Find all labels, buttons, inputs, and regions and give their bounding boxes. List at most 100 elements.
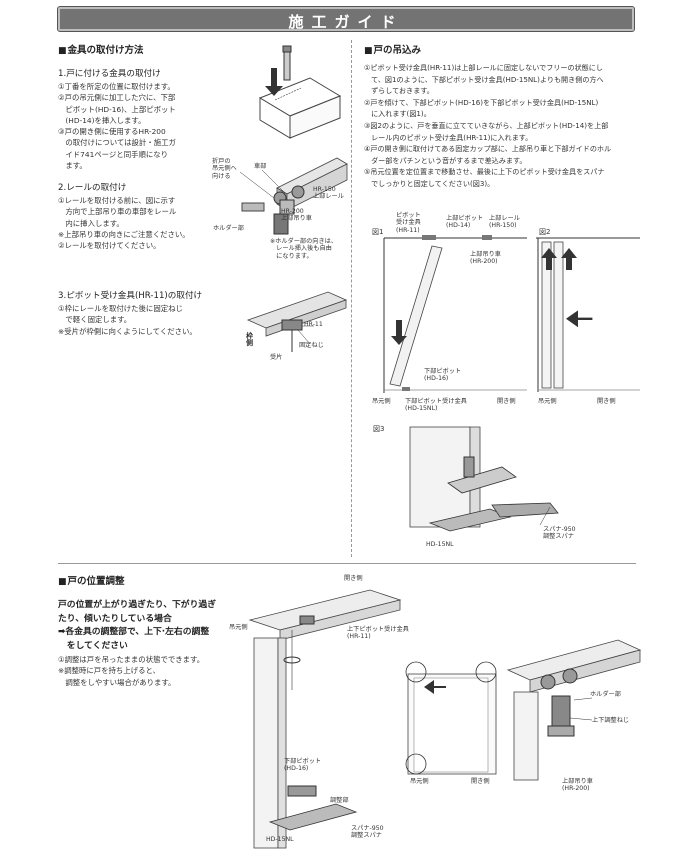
note-line: ※調整時に戸を持ち上げると、 bbox=[58, 666, 160, 676]
label-line: レール挿入後も自由 bbox=[270, 245, 332, 253]
label-line: (HR-200) bbox=[470, 258, 498, 266]
s3-title: 3.ピボット受け金具(HR-11)の取付け bbox=[58, 291, 203, 301]
rfig2-open-label: 開き側 bbox=[597, 398, 616, 405]
label-line: 上部ピボット bbox=[446, 215, 484, 222]
banner-title: 施工ガイド bbox=[288, 13, 404, 31]
s2-title: 2.レールの取付け bbox=[58, 183, 127, 193]
label-line: スパナ-950 bbox=[543, 526, 576, 533]
label-line: 上部吊り車 bbox=[281, 215, 312, 223]
bfig-hr200-label: 上部吊り車 (HR-200) bbox=[562, 778, 593, 793]
rfig1-hd15-label: 下部ピボット受け金具 (HD-15NL) bbox=[405, 398, 467, 413]
fig2-piece-label: 受片 bbox=[270, 354, 283, 361]
fig1-hinge-side-label: 折戸の 吊元側へ 向ける bbox=[212, 158, 237, 180]
fig1-hr200-label: HR-200 上部吊り車 bbox=[281, 208, 312, 223]
s1-line: の取付けについては設計・施工ガ bbox=[58, 138, 176, 148]
label-line: 下部ピボット bbox=[284, 758, 322, 765]
rfig1-open-label: 開き側 bbox=[497, 398, 516, 405]
rfig1-label: 図1 bbox=[372, 228, 384, 236]
rfig1-hr200-label: 上部吊り車 (HR-200) bbox=[470, 251, 501, 266]
fig2-frame-side: 枠 側 bbox=[246, 332, 253, 348]
label-line: 枠 bbox=[246, 332, 253, 340]
hanging-steps: ①ピボット受け金具(HR-11)は上部レールに固定しないでフリーの状態にし て、… bbox=[364, 62, 636, 190]
adjust-hanger-diagram bbox=[506, 639, 642, 781]
fig1-wheel-label: 車部 bbox=[254, 163, 267, 170]
s1-line: ます。 bbox=[58, 161, 87, 171]
main-line: ➡各金具の調整部で、上下·左右の調整 bbox=[58, 627, 210, 638]
step-line: ③図2のように、戸を垂直に立てていきながら、上部ピボット(HD-14)を上部 bbox=[364, 120, 609, 130]
rfig2-label: 図2 bbox=[539, 228, 551, 236]
label-line: (HD-16) bbox=[424, 375, 449, 383]
label-line: 調整スパナ bbox=[543, 533, 574, 541]
step-line: て、図1のように、下部ピボット受け金具(HD-15NL)よりも開き側の方へ bbox=[364, 74, 604, 84]
label-line: (HD-16) bbox=[284, 765, 309, 773]
adjust-mini-diagram bbox=[405, 661, 497, 775]
rfig1-hinge-label: 吊元側 bbox=[372, 398, 391, 405]
heading-position-adjust: 戸の位置調整 bbox=[58, 573, 125, 587]
bfig-hd16-label: 下部ピボット (HD-16) bbox=[284, 758, 321, 773]
door-top-pivot-diagram bbox=[258, 45, 342, 139]
s1-title: 1.戸に付ける金具の取付け bbox=[58, 69, 161, 79]
hr11-mount-diagram bbox=[246, 291, 348, 352]
rfig3-spanner-label: スパナ-950 調整スパナ bbox=[543, 526, 576, 541]
s2-text: ①レールを取付ける前に、図に示す 方向で上部吊り車の車部をレール 内に挿入します… bbox=[58, 195, 218, 251]
label-line: 受け金具 bbox=[396, 219, 421, 227]
heading-door-hanging: 戸の吊込み bbox=[364, 42, 422, 56]
label-line: 吊元側へ bbox=[212, 165, 237, 173]
label-line: スパナ-950 bbox=[351, 825, 384, 832]
s2-line: ②レールを取付けてください。 bbox=[58, 241, 161, 251]
label-line: (HR-11) bbox=[347, 633, 371, 641]
main-line: たり、傾いたりしている場合 bbox=[58, 613, 172, 624]
step-line: ④戸の開き側に取付けてある固定カップ部に、上部吊り車と下部ガイドのホル bbox=[364, 144, 612, 154]
s3-text: ①枠にレールを取付けた後に固定ねじ で軽く固定します。 ※受片が枠側に向くように… bbox=[58, 303, 228, 337]
label-line: (HR-200) bbox=[562, 785, 590, 793]
column-divider bbox=[351, 40, 352, 557]
rail-hanger-diagram bbox=[239, 157, 348, 235]
step-line: ⑤吊元位置を定位置まで移動させ、最後に上下のピボット受け金具をスパナ bbox=[364, 167, 605, 177]
main-line: をしてください bbox=[58, 640, 128, 651]
s1-line: ③戸の開き側に使用するHR-200 bbox=[58, 127, 166, 137]
fig1-note: ※ホルダー部の向きは、 レール挿入後も自由 になります。 bbox=[270, 238, 337, 260]
step-line: レール内のピボット受け金具(HR-11)に入れます。 bbox=[364, 132, 533, 142]
label-line: (HR-11) bbox=[396, 226, 420, 234]
label-line: (HD-15NL) bbox=[405, 405, 438, 413]
bfig-open-side: 開き側 bbox=[344, 575, 363, 582]
main-line: 戸の位置が上がり過ぎたり、下がり過ぎ bbox=[58, 600, 216, 610]
rfig1-hd16-label: 下部ピボット (HD-16) bbox=[424, 368, 461, 383]
label-line: HR-150 bbox=[313, 186, 336, 193]
rfig1-hr150-label: 上部レール (HR-150) bbox=[489, 215, 520, 230]
step-line: ①ピボット受け金具(HR-11)は上部レールに固定しないでフリーの状態にし bbox=[364, 63, 603, 72]
label-line: (HD-14) bbox=[446, 222, 471, 230]
fig2-hr11-label: HR-11 bbox=[304, 321, 323, 328]
label-line: 上部レール bbox=[313, 193, 344, 201]
label-line: 下部ピボット bbox=[424, 368, 462, 375]
label-line: 下部ピボット受け金具 bbox=[405, 398, 467, 405]
figure3-diagram bbox=[409, 426, 559, 532]
bfig-hr11-label: 上下ピボット受け金具 (HR-11) bbox=[347, 626, 409, 641]
note-line: ①調整は戸を吊ったままの状態でできます。 bbox=[58, 655, 205, 664]
s2-line: 方向で上部吊り車の車部をレール bbox=[58, 207, 177, 217]
label-line: HR-200 bbox=[281, 208, 304, 215]
bfig-hd15-label: HD-15NL bbox=[266, 836, 294, 843]
section-divider bbox=[58, 563, 636, 564]
adjust-main-text: 戸の位置が上がり過ぎたり、下がり過ぎ たり、傾いたりしている場合 ➡各金具の調整… bbox=[58, 599, 238, 653]
step-line: ②戸を傾けて、下部ピボット(HD-16)を下部ピボット受け金具(HD-15NL) bbox=[364, 97, 599, 107]
label-line: 向ける bbox=[212, 172, 231, 180]
s1-line: (HD-14)を挿入します。 bbox=[58, 115, 146, 125]
label-line: (HR-150) bbox=[489, 222, 517, 230]
bfig-mini-hinge: 吊元側 bbox=[410, 778, 429, 785]
rfig1-hd14-label: 上部ピボット (HD-14) bbox=[446, 215, 483, 230]
fig2-screw-label: 固定ねじ bbox=[299, 342, 324, 349]
s2-line: ※上部吊り車の向きにご注意ください。 bbox=[58, 229, 190, 239]
fig1-hr150-label: HR-150 上部レール bbox=[313, 186, 344, 201]
bfig-spanner-label: スパナ-950 調整スパナ bbox=[351, 825, 384, 840]
rfig3-label: 図3 bbox=[373, 425, 385, 433]
rfig1-hr11-label: ピボット 受け金具 (HR-11) bbox=[396, 212, 421, 234]
bfig-hinge-side: 吊元側 bbox=[229, 624, 248, 631]
rfig2-hinge-label: 吊元側 bbox=[538, 398, 557, 405]
step-line: でしっかりと固定してください(図3)。 bbox=[364, 178, 495, 188]
label-line: 側 bbox=[246, 339, 253, 348]
s1-line: イド741ページと同手順になり bbox=[58, 149, 169, 159]
fig1-holder-label: ホルダー部 bbox=[213, 225, 244, 232]
adjust-door-diagram bbox=[248, 589, 402, 849]
bfig-mini-open: 開き側 bbox=[471, 778, 490, 785]
